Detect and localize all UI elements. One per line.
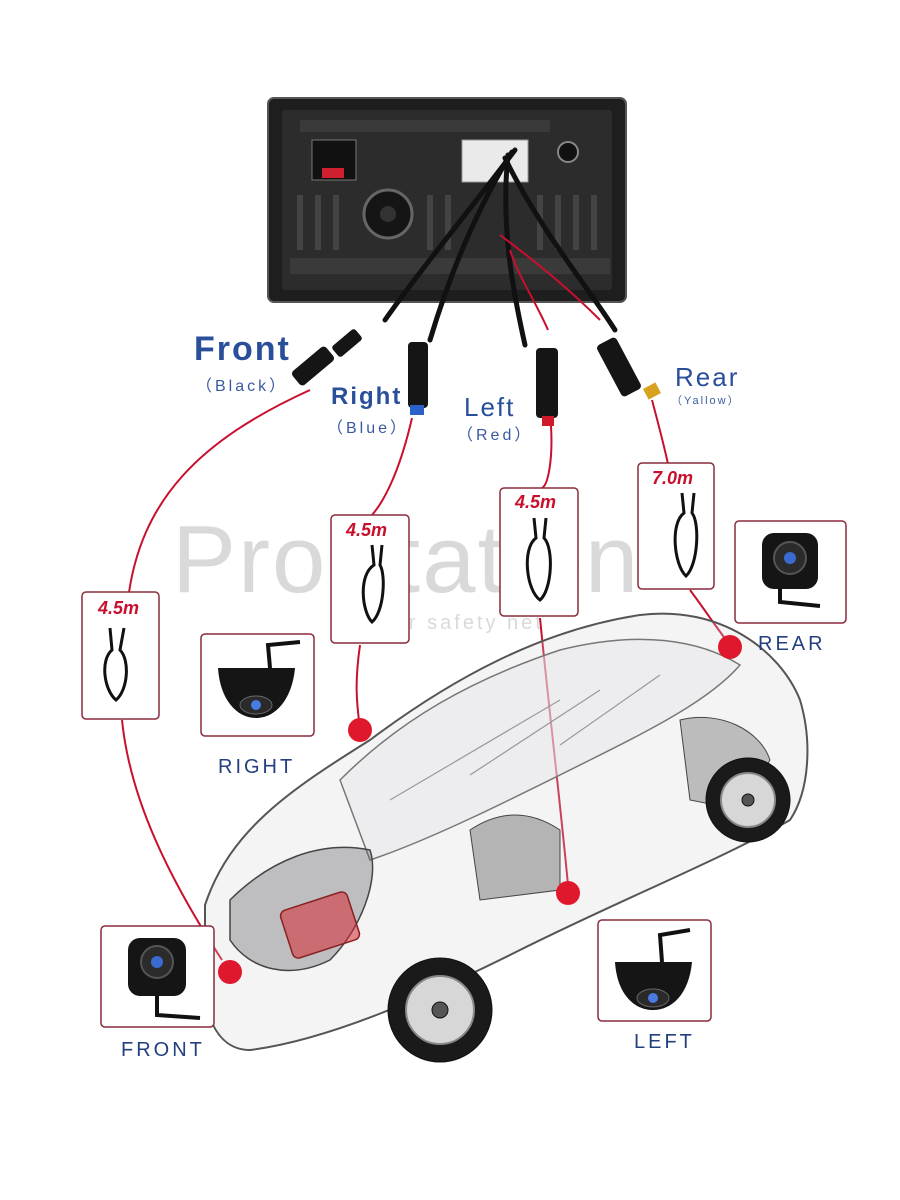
front-connector-label: Front	[194, 330, 291, 368]
left-camera-box	[597, 919, 712, 1022]
right-cable-length: 4.5m	[346, 520, 388, 540]
right-camera-caption: RIGHT	[218, 756, 296, 778]
rear-camera-caption: REAR	[758, 633, 826, 655]
left-cable-box	[499, 487, 579, 617]
rear-cable-box	[637, 462, 715, 590]
front-cable-box	[81, 591, 160, 720]
right-mount-marker	[348, 718, 372, 742]
right-cable-box	[330, 514, 410, 644]
left-connector-plug	[536, 348, 558, 426]
left-mount-marker	[556, 881, 580, 905]
right-connector-color: （Blue）	[327, 420, 410, 437]
right-connector-plug	[408, 342, 428, 415]
left-connector-label: Left	[464, 392, 516, 422]
left-cable-length: 4.5m	[515, 492, 557, 512]
rear-cable-length: 7.0m	[652, 468, 694, 488]
head-unit	[267, 97, 627, 303]
rear-connector-plug	[597, 337, 661, 400]
right-connector-label: Right	[331, 383, 403, 410]
rear-wheel	[705, 757, 791, 843]
left-connector-color: （Red）	[457, 427, 534, 444]
front-cable-length: 4.5m	[98, 598, 140, 618]
rear-connector-label: Rear	[675, 362, 740, 392]
rear-mount-marker	[718, 635, 742, 659]
rear-camera-box	[734, 520, 847, 624]
left-camera-caption: LEFT	[634, 1031, 695, 1053]
front-connector-color: （Black）	[196, 378, 289, 395]
front-camera-caption: FRONT	[121, 1039, 205, 1061]
right-camera-box	[200, 633, 315, 737]
front-mount-marker	[218, 960, 242, 984]
car-illustration	[203, 612, 809, 1063]
front-camera-box	[100, 925, 215, 1028]
rear-connector-color: （Yallow）	[671, 395, 741, 407]
front-wheel	[387, 957, 493, 1063]
front-connector-plug	[291, 329, 362, 386]
